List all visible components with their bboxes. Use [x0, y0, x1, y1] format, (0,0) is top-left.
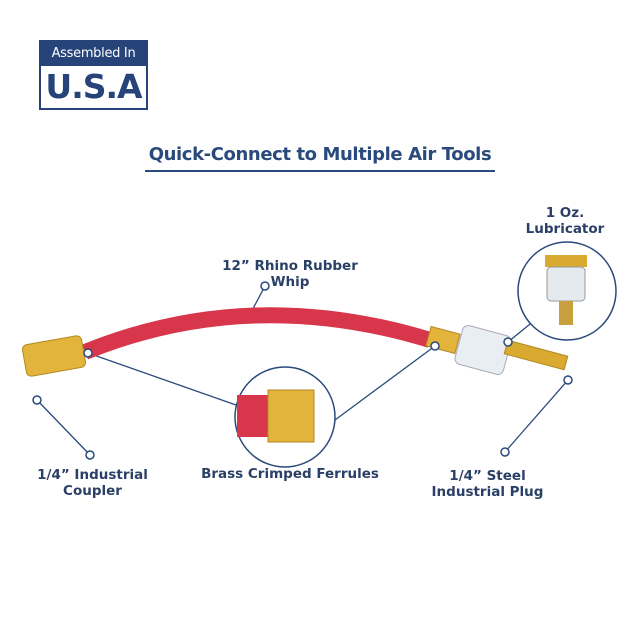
- lubricator-fitting: [454, 325, 512, 375]
- page-title: Quick-Connect to Multiple Air Tools: [148, 144, 492, 165]
- badge-bottom-text: U.S.A: [45, 67, 142, 106]
- ferrules-label: Brass Crimped Ferrules: [201, 466, 379, 482]
- red-hose: [81, 307, 433, 360]
- whip-label-line2: Whip: [270, 274, 310, 290]
- lubricator-label: 1 Oz. Lubricator: [510, 205, 620, 237]
- plug-label: 1/4” Steel Industrial Plug: [420, 468, 555, 500]
- title-underline: [145, 170, 495, 172]
- industrial-plug: [503, 339, 569, 371]
- callout-dot: [260, 281, 270, 291]
- lubricator-label-line1: 1 Oz.: [545, 205, 585, 221]
- whip-label: 12” Rhino Rubber Whip: [210, 258, 370, 290]
- coupler-label-line1: 1/4” Industrial: [37, 467, 148, 483]
- coupler-label: 1/4” Industrial Coupler: [25, 467, 160, 499]
- industrial-coupler: [21, 335, 87, 377]
- lubricator-label-line2: Lubricator: [525, 221, 605, 237]
- badge-top-text: Assembled In: [41, 42, 146, 66]
- assembled-in-usa-badge: Assembled In U.S.A: [39, 40, 148, 110]
- coupler-label-line2: Coupler: [63, 483, 122, 499]
- whip-label-line1: 12” Rhino Rubber: [222, 258, 358, 274]
- plug-label-line2: Industrial Plug: [431, 484, 544, 500]
- plug-label-line1: 1/4” Steel: [449, 468, 526, 484]
